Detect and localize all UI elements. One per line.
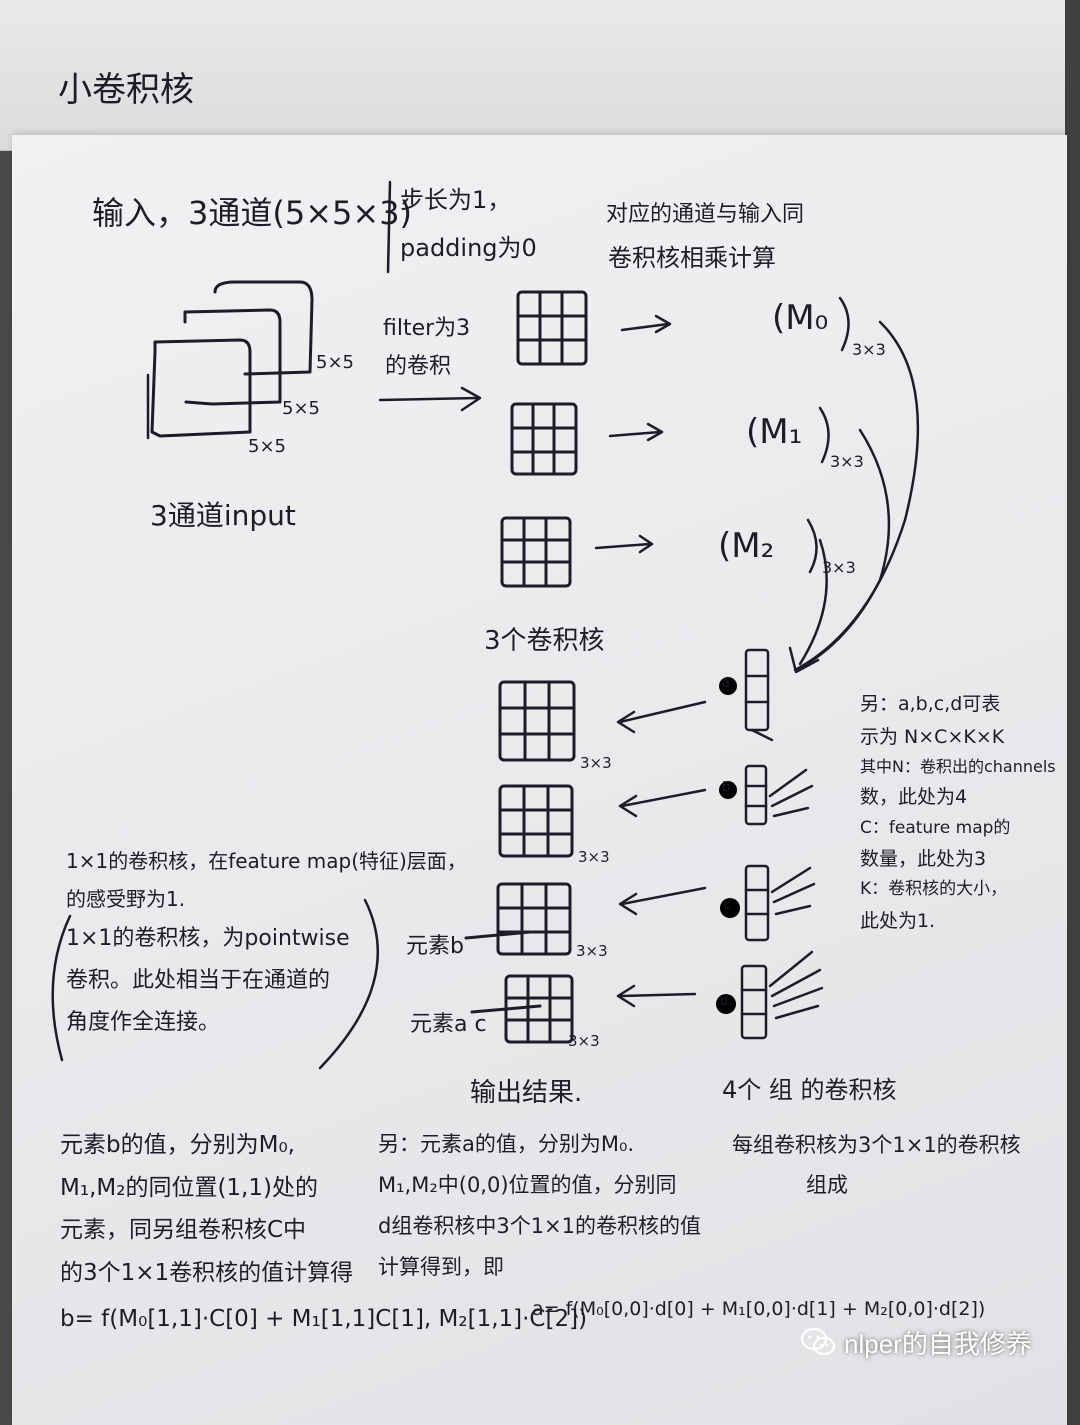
kernel-tag-b: b	[722, 780, 731, 795]
legend-line: 示为 N×C×K×K	[860, 725, 1005, 748]
formula-a: a= f(M₀[0,0]·d[0] + M₁[0,0]·d[1] + M₂[0,…	[532, 1298, 986, 1320]
result-m0-size: 3×3	[852, 340, 886, 359]
legend-line: 数量，此处为3	[860, 847, 987, 870]
kernel-tag-d: d	[720, 994, 729, 1009]
kernels-caption: 3个卷积核	[484, 626, 605, 656]
note-b-line: 元素b的值，分别为M₀,	[60, 1132, 295, 1158]
stride-note-line2: padding为0	[400, 234, 537, 262]
page-title: 小卷积核	[58, 70, 194, 110]
note-b-line: 元素，同另组卷积核C中	[60, 1217, 307, 1244]
note-b-line: 的3个1×1卷积核的值计算得	[60, 1259, 354, 1286]
input-caption: 3通道input	[150, 499, 296, 532]
note-1x1: 1×1的卷积核，在feature map(特征)层面， 的感受野为1. 1×1的…	[66, 842, 467, 1043]
output-size-3: 3×3	[576, 942, 608, 960]
note-1x1-line: 角度作全连接。	[66, 1009, 221, 1035]
legend-line: C：feature map的	[860, 817, 1011, 838]
note-group-line: 组成	[806, 1172, 848, 1197]
compute-note-line1: 对应的通道与输入同	[606, 202, 805, 227]
note-element-a: 另：元素a的值，分别为M₀. M₁,M₂中(0,0)位置的值，分别同 d组卷积核…	[378, 1124, 701, 1288]
note-1x1-line: 1×1的卷积核，在feature map(特征)层面，	[66, 849, 467, 873]
result-m2-size: 3×3	[822, 558, 856, 577]
note-1x1-line: 1×1的卷积核，为pointwise	[66, 926, 350, 951]
output-size-4: 3×3	[568, 1032, 600, 1050]
size-label-middle: 5×5	[282, 398, 320, 419]
result-m0: (M₀	[772, 298, 829, 338]
output-size-1: 3×3	[580, 754, 612, 772]
group-caption: 4个 组 的卷积核	[722, 1076, 897, 1104]
note-group-line: 每组卷积核为3个1×1的卷积核	[732, 1133, 1021, 1157]
legend-line: 此处为1.	[860, 909, 936, 932]
filter-note-line2: 的卷积	[385, 354, 452, 379]
legend-line: 其中N：卷积出的channels	[860, 757, 1056, 777]
note-a-line: M₁,M₂中(0,0)位置的值，分别同	[378, 1172, 677, 1197]
filter-note-line1: filter为3	[383, 316, 471, 341]
kernel-tag-a: a	[722, 676, 730, 691]
watermark-text: nlper的自我修养	[844, 1328, 1032, 1359]
legend-line: 另：a,b,c,d可表	[860, 693, 1001, 715]
formula-b: b= f(M₀[1,1]·C[0] + M₁[1,1]C[1], M₂[1,1]…	[60, 1306, 588, 1332]
size-label-front: 5×5	[248, 436, 286, 457]
result-m1-size: 3×3	[830, 452, 864, 471]
note-b-line: M₁,M₂的同位置(1,1)处的	[60, 1174, 318, 1201]
element-a-label: 元素a c	[410, 1012, 487, 1037]
stride-note-line1: 步长为1，	[400, 186, 512, 214]
output-size-2: 3×3	[578, 848, 610, 866]
legend-line: 数，此处为4	[860, 785, 968, 808]
input-header: 输入，3通道(5×5×3)	[92, 194, 413, 232]
kernel-tag-c: c	[724, 898, 732, 913]
legend-note: 另：a,b,c,d可表 示为 N×C×K×K 其中N：卷积出的channels …	[860, 688, 1056, 937]
note-a-line: 计算得到，即	[378, 1254, 504, 1279]
note-1x1-line: 的感受野为1.	[66, 887, 186, 911]
result-m2: (M₂	[718, 526, 775, 566]
output-caption: 输出结果.	[470, 1078, 583, 1108]
size-label-back: 5×5	[316, 352, 354, 373]
wechat-icon	[800, 1327, 836, 1357]
note-a-line: d组卷积核中3个1×1的卷积核的值	[378, 1213, 702, 1238]
note-1x1-line: 卷积。此处相当于在通道的	[66, 967, 331, 993]
back-sheet	[0, 0, 1065, 151]
compute-note-line2: 卷积核相乘计算	[608, 244, 776, 272]
note-kernel-group: 每组卷积核为3个1×1的卷积核 组成	[732, 1126, 1021, 1206]
note-a-line: 另：元素a的值，分别为M₀.	[378, 1132, 635, 1156]
result-m1: (M₁	[746, 412, 803, 452]
legend-line: K：卷积核的大小，	[860, 879, 1008, 900]
element-b-label: 元素b	[406, 934, 464, 959]
watermark: nlper的自我修养	[800, 1322, 1070, 1362]
note-element-b: 元素b的值，分别为M₀, M₁,M₂的同位置(1,1)处的 元素，同另组卷积核C…	[60, 1124, 353, 1294]
